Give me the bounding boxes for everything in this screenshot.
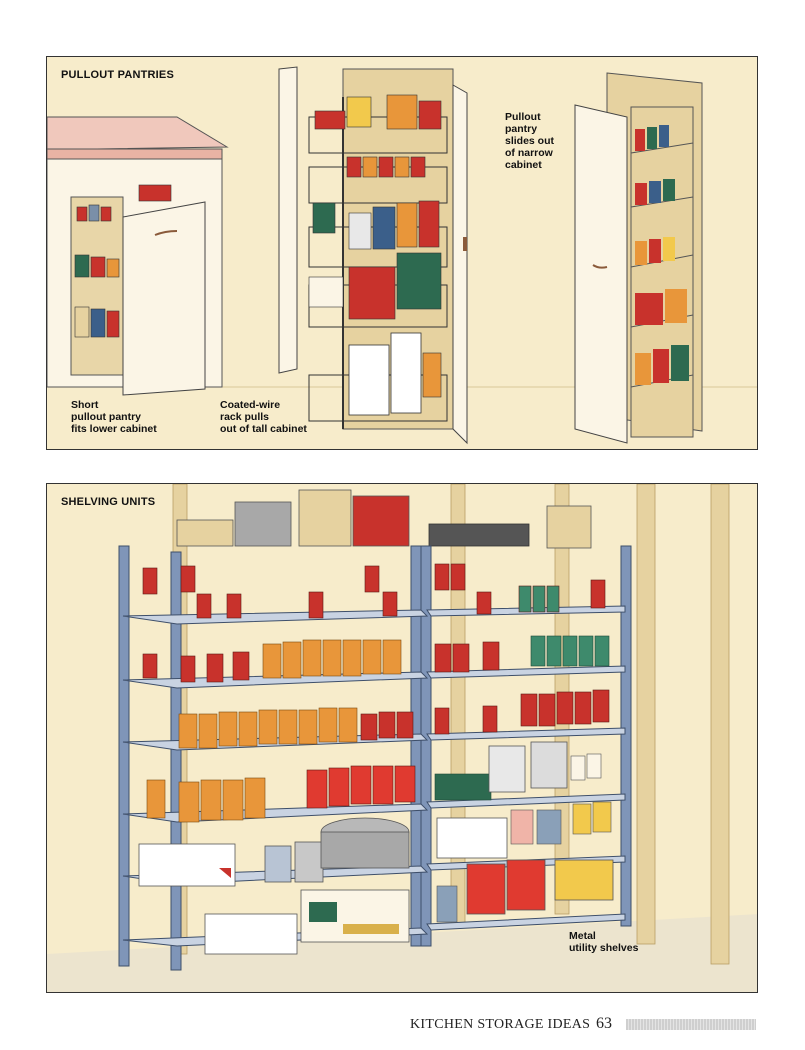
running-footer-title: KITCHEN STORAGE IDEAS	[410, 1017, 591, 1032]
pullout-pantries-heading: PULLOUT PANTRIES	[61, 69, 174, 81]
metal-utility-shelves-caption: Metal utility shelves	[569, 930, 639, 954]
shelving-units-panel: SHELVING UNITS Metal utility shelves	[46, 483, 758, 993]
page-number: 63	[596, 1015, 612, 1032]
coated-wire-rack-caption: Coated-wire rack pulls out of tall cabin…	[220, 399, 307, 435]
short-pullout-caption: Short pullout pantry fits lower cabinet	[71, 399, 157, 435]
short-pullout-cabinet-illustration	[47, 116, 229, 396]
coated-wire-rack-illustration	[278, 66, 468, 445]
shelving-units-heading: SHELVING UNITS	[61, 496, 156, 508]
pullout-pantries-illustration	[47, 66, 757, 445]
pullout-pantries-panel: PULLOUT PANTRIES Short pullout pantry fi…	[46, 56, 758, 450]
narrow-pullout-caption: Pullout pantry slides out of narrow cabi…	[505, 111, 555, 171]
shelving-units-illustration	[47, 484, 757, 992]
footer-decorative-bar	[626, 1019, 756, 1030]
narrow-pullout-pantry-illustration	[574, 72, 703, 444]
